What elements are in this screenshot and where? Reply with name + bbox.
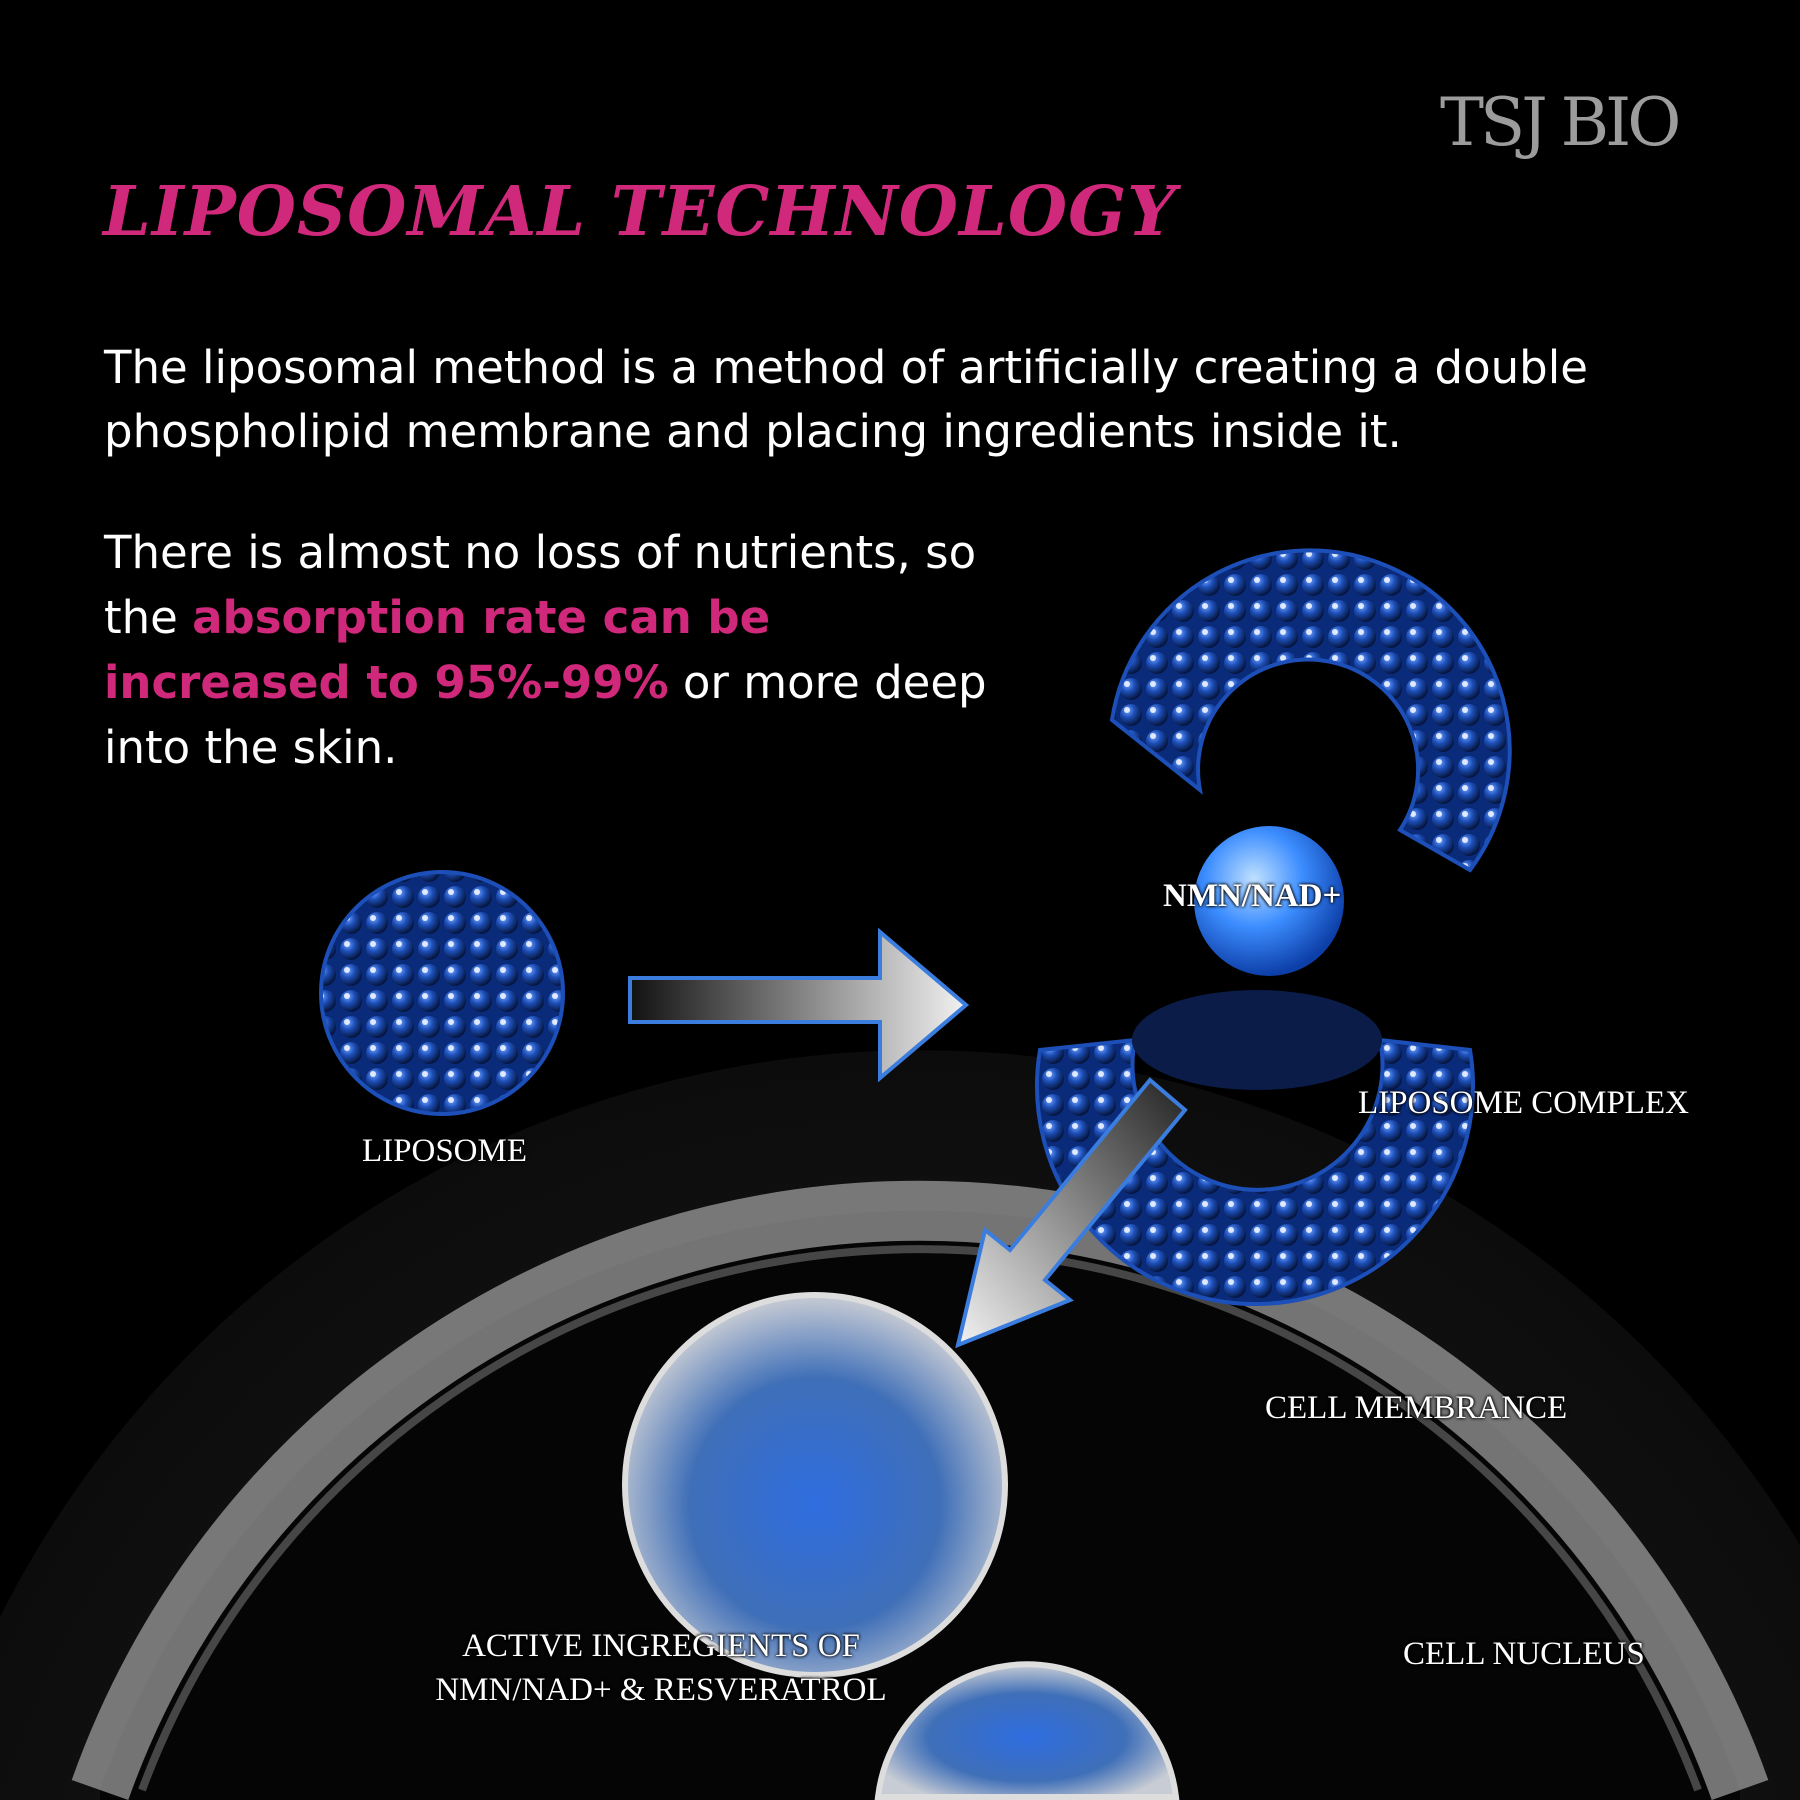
liposome-complex-core	[1132, 990, 1382, 1090]
nmn-ball	[1194, 826, 1344, 976]
label-liposome: LIPOSOME	[362, 1133, 528, 1169]
label-nmn: NMN/NAD+	[1163, 878, 1342, 914]
benefit-before: There is almost no loss of nutrients, so…	[104, 526, 977, 644]
liposome-complex-top	[1109, 548, 1512, 873]
cell-membrane-inner	[138, 1245, 1702, 1792]
benefit-text: There is almost no loss of nutrients, so…	[104, 520, 1004, 780]
arrow-down-left-icon	[955, 1077, 1188, 1349]
label-liposome-complex: LIPOSOME COMPLEX	[1358, 1085, 1689, 1121]
label-cell-membrane: CELL MEMBRANCE	[1265, 1390, 1568, 1426]
liposome-sphere	[319, 870, 565, 1116]
cell-membrane	[71, 1180, 1769, 1800]
label-active-line2: NMN/NAD+ & RESVERATROL	[435, 1672, 887, 1708]
arrow-right-icon	[628, 927, 970, 1083]
cell-nucleus-blob	[622, 1292, 1008, 1678]
label-active-ingredients: ACTIVE INGREGIENTS OF NMN/NAD+ & RESVERAT…	[400, 1624, 922, 1712]
label-active-line1: ACTIVE INGREGIENTS OF	[462, 1628, 860, 1664]
liposome-complex-bottom	[1035, 1037, 1475, 1307]
brand-logo: TSJ BIO	[1440, 84, 1681, 161]
label-cell-nucleus: CELL NUCLEUS	[1403, 1636, 1645, 1672]
intro-text: The liposomal method is a method of arti…	[104, 341, 1588, 458]
page-title: LIPOSOMAL TECHNOLOGY	[103, 172, 1177, 252]
cell-nucleus-blob-2	[874, 1661, 1180, 1800]
benefit-highlight: absorption rate can be increased to 95%-…	[104, 591, 771, 709]
benefit-after: or more deep into the skin.	[104, 656, 987, 774]
